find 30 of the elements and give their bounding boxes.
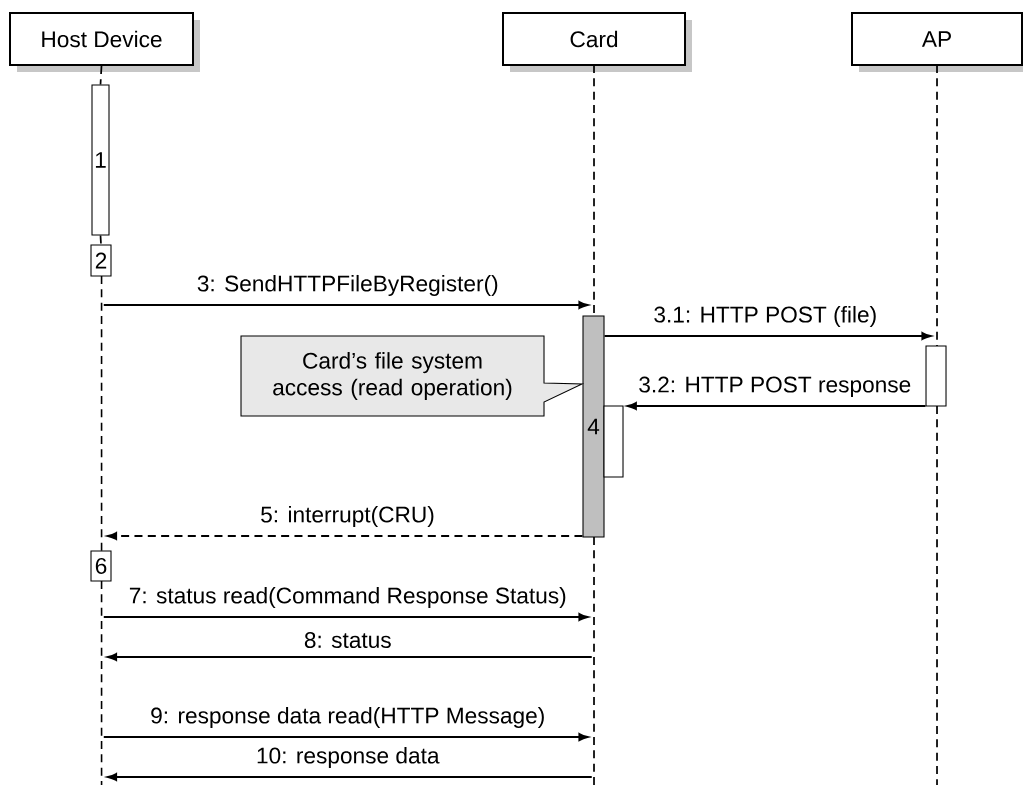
message-label: 3.2: HTTP POST response	[639, 376, 911, 398]
message-label: 8: status	[304, 632, 391, 649]
message-label: 9: response data read(HTTP Message)	[151, 706, 544, 729]
message-label: 7: status read(Command Response Status)	[129, 586, 566, 609]
lifeline-segment	[99, 65, 103, 86]
message-arrow	[107, 653, 593, 661]
lifeline-header: Card	[502, 12, 692, 72]
lifeline	[593, 64, 595, 785]
message-label: 10: response data	[257, 746, 440, 769]
message-label: 5: interrupt(CRU)	[261, 505, 434, 528]
activation-bar	[603, 405, 624, 478]
message-arrow	[102, 301, 589, 309]
activation-bar: 1	[91, 84, 110, 236]
activation-bar: 6	[90, 550, 112, 582]
message-arrow	[107, 532, 584, 540]
activation-bar: 4	[582, 315, 605, 538]
message-arrow	[626, 402, 927, 410]
activation-bar	[925, 345, 947, 407]
message-arrow	[102, 733, 589, 741]
lifeline	[936, 64, 938, 785]
activation-bar: 2	[90, 244, 112, 277]
message-arrow	[107, 773, 593, 781]
note-callout: Card’s file system access (read operation)	[240, 335, 585, 417]
message-arrow	[603, 332, 932, 340]
message-label: 3.1: HTTP POST (file)	[654, 305, 876, 328]
message-label: 3: SendHTTPFileByRegister()	[197, 274, 498, 297]
message-arrow	[102, 613, 589, 621]
lifeline-header: AP	[851, 12, 1023, 72]
lifeline-segment	[99, 234, 102, 246]
lifeline-header: Host Device	[9, 12, 200, 72]
